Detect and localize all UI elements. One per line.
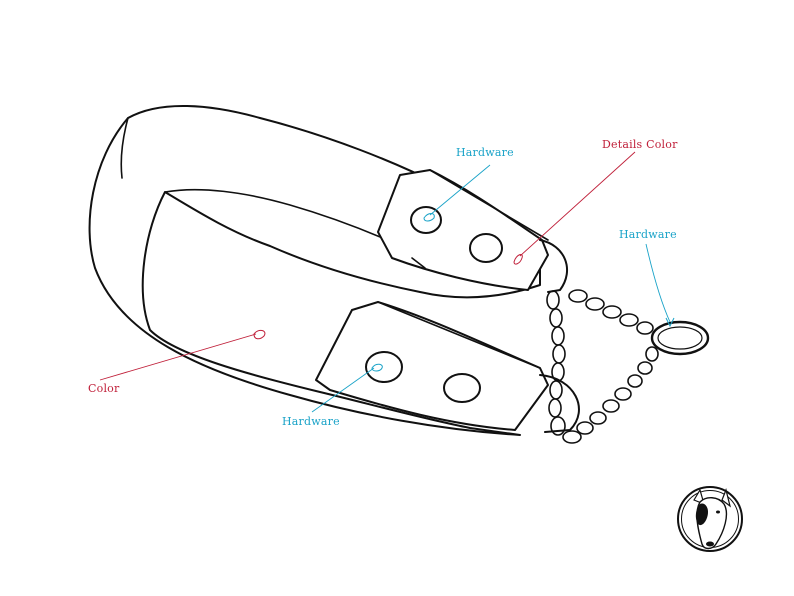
callout-leaders — [99, 151, 675, 413]
lower-tab — [315, 301, 549, 431]
callout-hardware-top: Hardware — [456, 146, 514, 159]
upper-rivet-hole-1 — [410, 206, 442, 234]
upper-tab — [377, 169, 549, 291]
callout-hardware-ring: Hardware — [619, 228, 677, 241]
martingale-chain — [546, 289, 659, 444]
center-o-ring — [650, 320, 710, 356]
upper-rivet-hole-2 — [469, 233, 503, 263]
callout-details-color: Details Color — [602, 138, 678, 151]
bull-terrier-head-icon — [677, 486, 743, 552]
callout-hardware-bottom: Hardware — [282, 415, 340, 428]
callout-color: Color — [88, 382, 120, 395]
lower-d-ring — [539, 374, 580, 433]
upper-d-ring — [539, 239, 569, 293]
lower-rivet-hole-1 — [365, 351, 403, 383]
lower-rivet-hole-2 — [443, 373, 481, 403]
